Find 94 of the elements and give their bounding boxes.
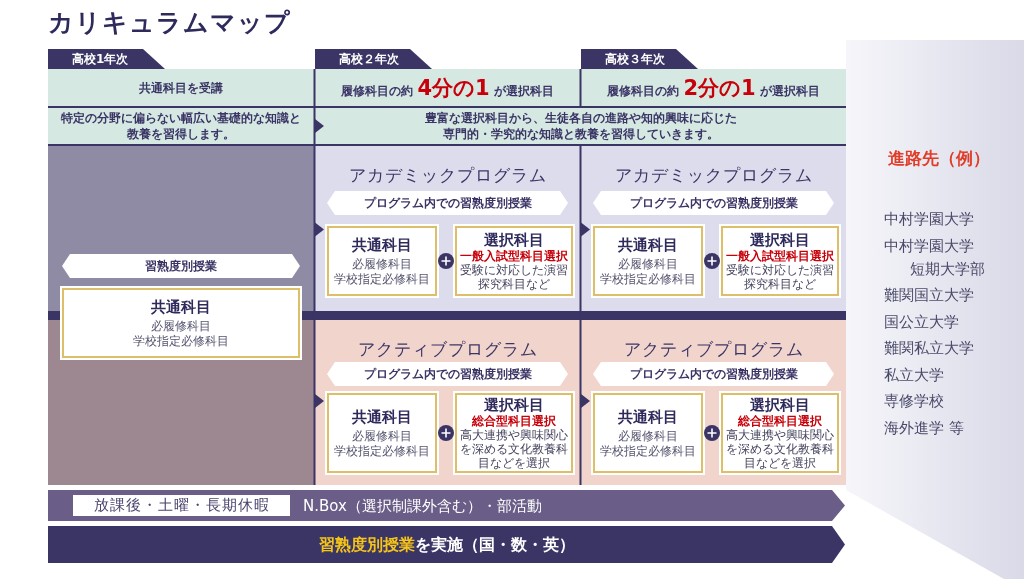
year-label: 高校1年次 [72,52,129,66]
banner-label: プログラム内での習熟度別授業 [629,194,798,212]
subject-card [721,226,839,296]
destination-item: 私立大学 [884,364,945,386]
program-heading: アカデミックプログラム [614,165,813,185]
banner [593,191,834,215]
subject-item: 必履修科目 [151,319,211,334]
subject-card [593,226,703,296]
activity-text: N.Box（選択制課外含む）・部活動 [303,495,542,516]
period-tag [73,495,290,516]
subject-card [455,393,573,473]
banner-label: プログラム内での習熟度別授業 [629,365,798,383]
destination-item: 海外進学 等 [884,417,965,439]
subject-item: 高大連携や興味関心を深める文化教養科目などを選択 [725,428,835,470]
destination-panel [846,40,1024,579]
program-panel [581,320,846,485]
subject-item: 探究科目など [744,277,816,291]
banner [327,362,568,386]
summary-text: 共通科目を受講 [139,79,223,97]
description-cell [315,107,846,145]
subject-item: 学校指定必修科目 [133,334,229,349]
program-heading: アカデミックプログラム [348,165,547,185]
subject-heading: 選択科目 [484,231,544,249]
subject-item: 必履修科目 [618,429,678,444]
year-tab [48,49,165,69]
subject-card [593,393,703,473]
destination-item: 専修学校 [884,391,945,412]
subject-heading: 共通科目 [618,235,678,255]
subject-item: 必履修科目 [618,257,678,272]
summary-cell [315,69,580,107]
subject-heading: 共通科目 [151,297,211,317]
subject-item: 受験に対応した演習 [460,263,568,277]
banner-label: 習熟度別授業 [145,257,217,275]
banner-label: プログラム内での習熟度別授業 [363,194,532,212]
page-title: カリキュラムマップ [48,7,291,39]
subject-heading: 共通科目 [352,235,412,255]
subject-item: 必履修科目 [352,429,412,444]
subject-heading: 共通科目 [618,407,678,427]
subject-item: 必履修科目 [352,257,412,272]
subject-item: 学校指定必修科目 [600,272,696,287]
activity-text: 習熟度別授業を実施（国・数・英） [318,534,575,555]
subject-item: 学校指定必修科目 [334,272,430,287]
subject-card [62,288,300,358]
subject-card [455,226,573,296]
program-heading: アクティブプログラム [623,339,804,359]
subject-item: 学校指定必修科目 [600,444,696,459]
destination-item: 難関私立大学 [884,338,975,359]
subject-heading: 選択科目 [750,231,810,249]
banner-label: プログラム内での習熟度別授業 [363,365,532,383]
year-label: 高校２年次 [339,52,399,66]
year-label: 高校３年次 [605,52,665,66]
year-tab [315,49,432,69]
destination-item: 国公立大学 [884,311,960,333]
subject-heading: 選択科目 [750,396,810,414]
column-panel [48,145,314,485]
summary-cell [48,69,314,107]
destination-item: 中村学園大学 [884,209,975,230]
banner [327,191,568,215]
elective-type: 総合型科目選択 [472,414,556,428]
elective-type: 一般入試型科目選択 [460,249,568,263]
description-text: 豊富な選択科目から、生徒各自の進路や知的興味に応じた専門的・学究的な知識と教養を習得していきます。 [423,110,738,142]
destination-item: 難関国立大学 [884,285,975,306]
description-text: 特定の分野に偏らない幅広い基礎的な知識と教養を習得します。 [60,110,302,142]
period-label: 放課後・土曜・長期休暇 [93,496,270,515]
summary-cell [581,69,846,107]
arrow [313,394,324,408]
subject-card [327,226,437,296]
elective-type: 一般入試型科目選択 [726,249,834,263]
subject-card [721,393,839,473]
subject-heading: 共通科目 [352,407,412,427]
arrow [579,394,590,408]
description-cell [48,107,314,145]
banner [62,254,300,278]
subject-heading: 選択科目 [484,396,544,414]
elective-type: 総合型科目選択 [738,414,822,428]
destination-item: 中村学園大学短期大学部 [884,235,986,280]
arrow-band [48,490,845,521]
subject-card [327,393,437,473]
destination-heading: 進路先（例） [888,147,990,169]
subject-item: 高大連携や興味関心を深める文化教養科目などを選択 [459,428,569,470]
subject-item: 探究科目など [478,277,550,291]
arrow [313,222,324,237]
program-panel [581,145,846,311]
arrow [579,222,590,237]
banner [593,362,834,386]
year-tab [581,49,698,69]
program-heading: アクティブプログラム [357,339,538,359]
arrow-band [48,526,845,563]
subject-item: 学校指定必修科目 [334,444,430,459]
summary-text: 履修科目の約 2分の1 が選択科目 [607,75,820,102]
subject-item: 受験に対応した演習 [726,263,834,277]
program-panel [315,320,580,485]
program-panel [315,145,580,311]
summary-text: 履修科目の約 4分の1 が選択科目 [341,75,554,102]
